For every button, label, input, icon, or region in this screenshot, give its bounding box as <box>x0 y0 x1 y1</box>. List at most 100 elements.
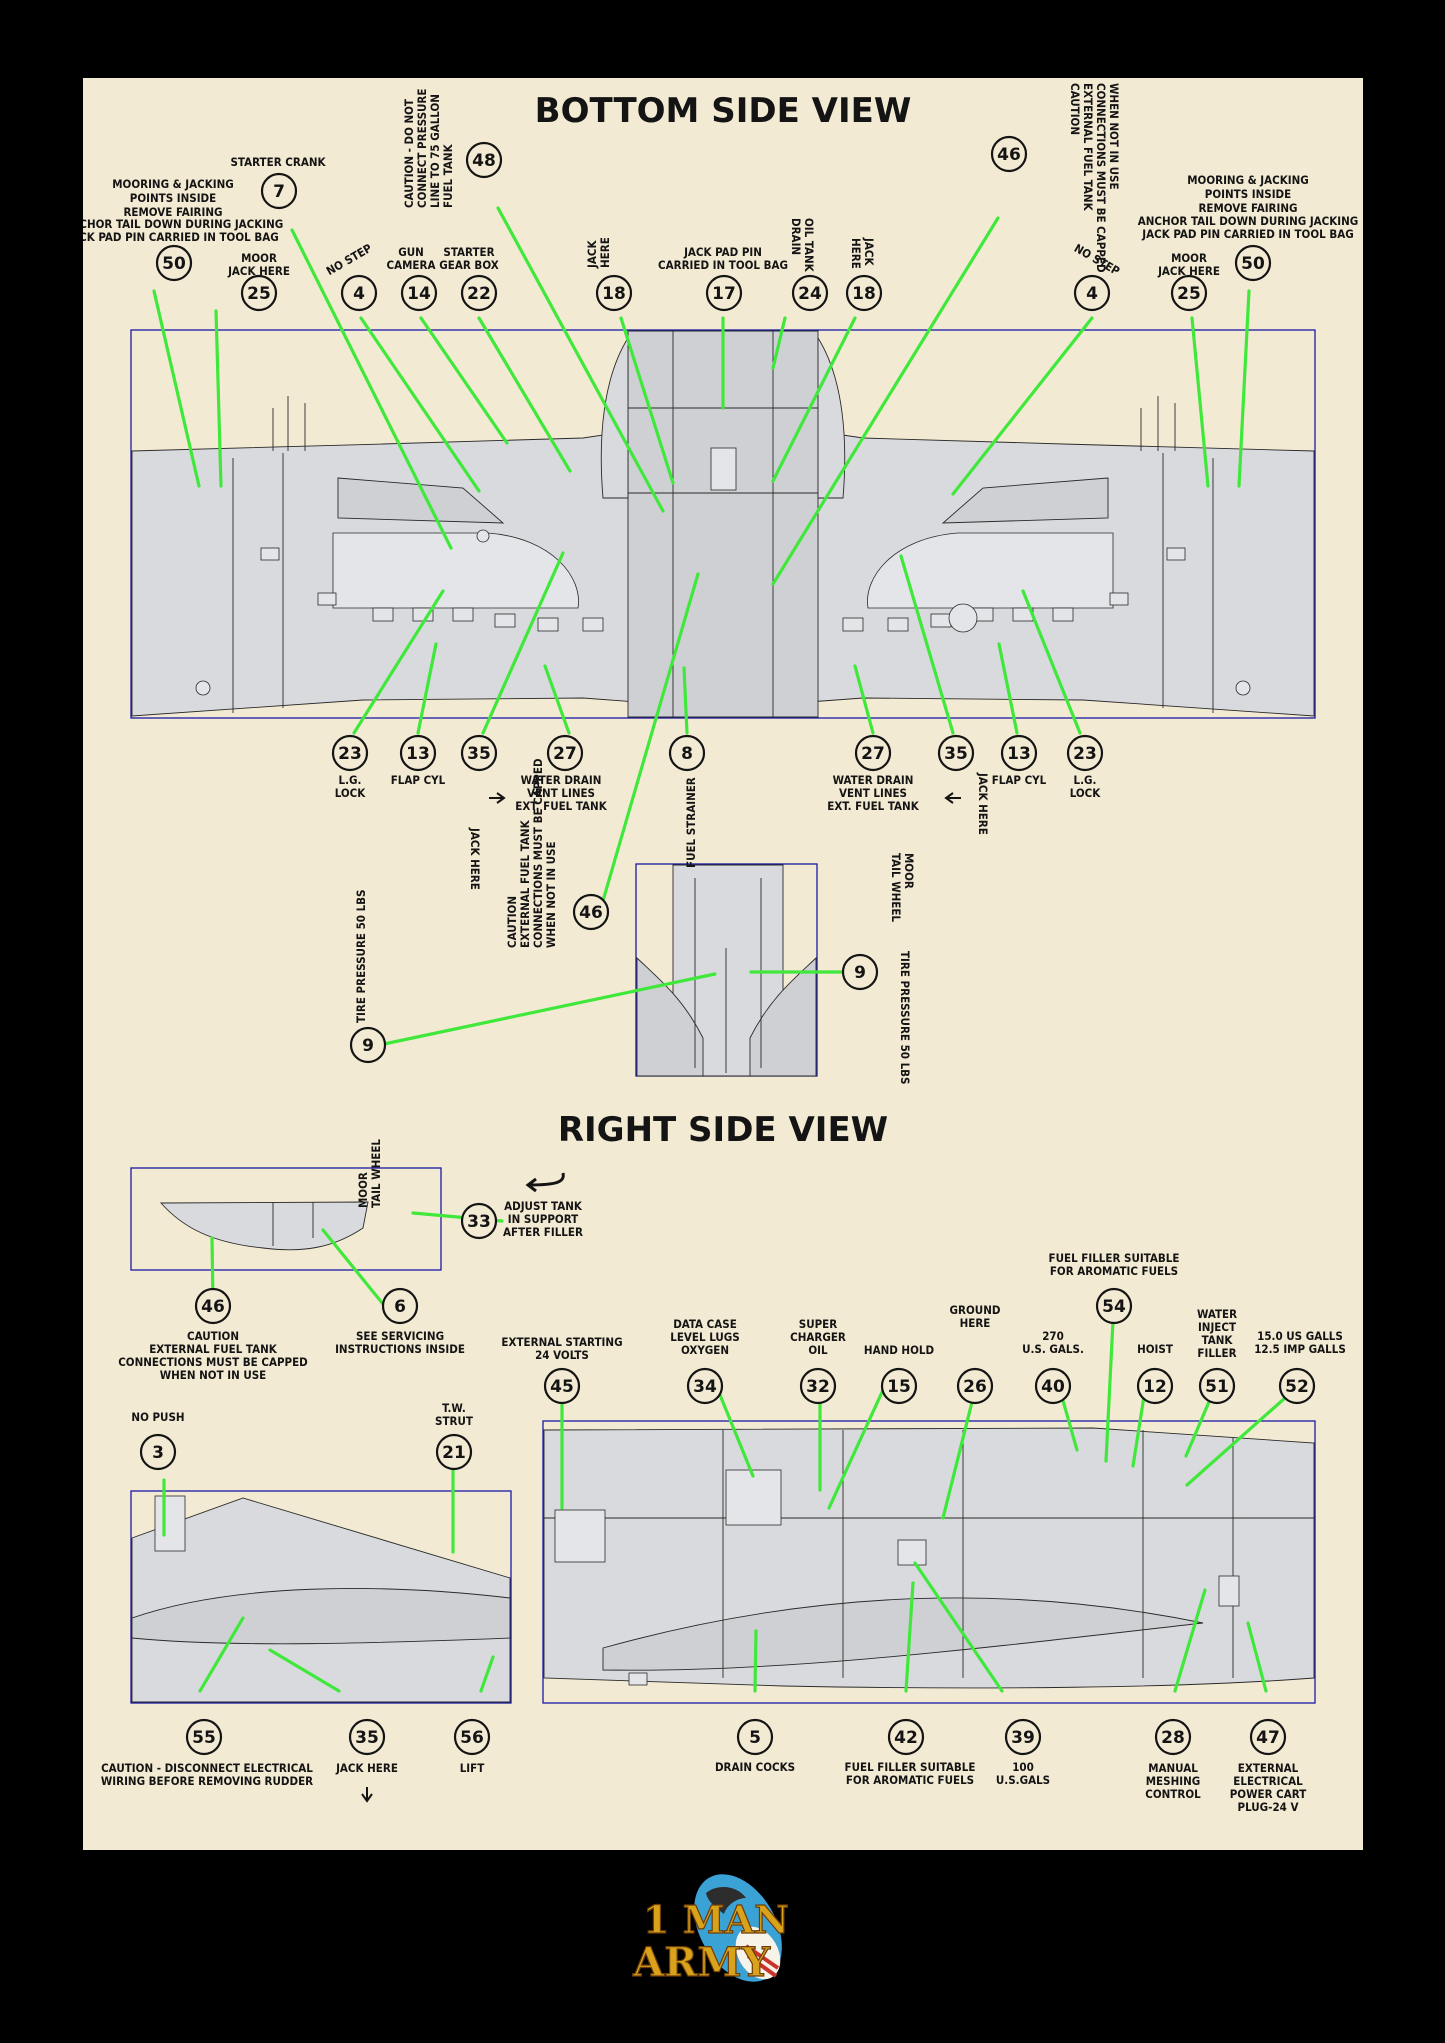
callout-55: 55 <box>185 1718 223 1756</box>
label-moor-tail-left: MOORTAIL WHEEL <box>356 1139 383 1208</box>
svg-text:56: 56 <box>460 1728 484 1748</box>
leader-lines <box>152 206 1296 1693</box>
svg-text:23: 23 <box>338 744 362 764</box>
label-lg-lock-left: L.G.LOCK <box>335 773 367 800</box>
callout-46-top: 46 <box>990 135 1028 173</box>
svg-text:28: 28 <box>1161 1728 1185 1748</box>
callout-15: 15 <box>880 1367 918 1405</box>
svg-text:32: 32 <box>806 1377 830 1397</box>
svg-text:50: 50 <box>1241 254 1265 274</box>
svg-text:27: 27 <box>861 744 885 764</box>
label-hand-hold: HAND HOLD <box>864 1343 935 1357</box>
callout-46-mid: 46 <box>572 893 610 931</box>
callout-45: 45 <box>543 1367 581 1405</box>
label-caution-ext-mid: CAUTIONEXTERNAL FUEL TANKCONNECTIONS MUS… <box>505 758 558 948</box>
callout-13-left: 13 <box>399 734 437 772</box>
label-lg-lock-right: L.G.LOCK <box>1070 773 1102 800</box>
label-fuel-strainer: FUEL STRAINER <box>684 777 698 868</box>
callout-24: 24 <box>791 274 829 312</box>
callout-3: 3 <box>139 1433 177 1471</box>
callout-42: 42 <box>887 1718 925 1756</box>
right-view-title: RIGHT SIDE VIEW <box>558 1110 888 1150</box>
arrows <box>361 792 961 1803</box>
rudder-drawing <box>130 1490 512 1704</box>
label-caution-ext-top: CAUTIONEXTERNAL FUEL TANKCONNECTIONS MUS… <box>1068 83 1121 273</box>
logo-red-stripes <box>744 1944 780 1978</box>
callout-27-left: 27 <box>546 734 584 772</box>
label-flap-cyl-left: FLAP CYL <box>391 773 446 787</box>
svg-text:5: 5 <box>749 1728 761 1748</box>
label-tw-strut: T.W.STRUT <box>435 1401 473 1428</box>
label-starter-crank: STARTER CRANK <box>230 155 326 169</box>
svg-text:7: 7 <box>273 182 285 202</box>
svg-text:21: 21 <box>442 1443 466 1463</box>
callout-40: 40 <box>1034 1367 1072 1405</box>
svg-text:40: 40 <box>1041 1377 1065 1397</box>
svg-text:35: 35 <box>467 744 491 764</box>
callout-18-right: 18 <box>845 274 883 312</box>
label-jack-here-low: JACK HERE <box>335 1761 398 1775</box>
drain-cocks-panel <box>628 1672 648 1686</box>
callout-35-low: 35 <box>348 1718 386 1756</box>
callout-26: 26 <box>956 1367 994 1405</box>
callout-12: 12 <box>1136 1367 1174 1405</box>
tail-stabilizers <box>636 956 817 1077</box>
left-gear-bay <box>332 532 579 609</box>
svg-text:8: 8 <box>681 744 693 764</box>
bottom-view-title: BOTTOM SIDE VIEW <box>535 91 912 131</box>
callout-48: 48 <box>465 141 503 179</box>
callout-25-left: 25 <box>240 274 278 312</box>
drop-tank-frame <box>130 1167 442 1271</box>
svg-text:52: 52 <box>1285 1377 1309 1397</box>
callout-23-left: 23 <box>331 734 369 772</box>
callout-54: 54 <box>1095 1287 1133 1325</box>
callout-23-right: 23 <box>1066 734 1104 772</box>
label-lift: LIFT <box>460 1761 485 1775</box>
drop-tank-drawing <box>130 1167 442 1271</box>
callout-8: 8 <box>668 734 706 772</box>
svg-text:34: 34 <box>693 1377 717 1397</box>
callout-50-left: 50 <box>155 244 193 282</box>
svg-text:12: 12 <box>1143 1377 1167 1397</box>
callout-21: 21 <box>435 1433 473 1471</box>
stencil-diagram: BOTTOM SIDE VIEW RIGHT SIDE VIEW <box>83 83 1358 1814</box>
svg-text:13: 13 <box>406 744 430 764</box>
label-jack-here-rot-left: JACK HERE <box>468 827 482 890</box>
callout-7: 7 <box>260 172 298 210</box>
no-push-panel <box>154 1495 186 1552</box>
callout-4-left: 4 <box>340 274 378 312</box>
label-no-push: NO PUSH <box>131 1410 184 1424</box>
external-start-panel <box>554 1509 606 1563</box>
callout-34: 34 <box>686 1367 724 1405</box>
wing-panel-lines <box>232 453 1214 713</box>
callout-25-right: 25 <box>1170 274 1208 312</box>
label-tire-pressure-right: TIRE PRESSURE 50 LBS <box>898 951 912 1085</box>
gun-barrels <box>272 396 1176 451</box>
inspection-panels <box>195 447 1251 696</box>
arrow-down-icon <box>361 1787 373 1803</box>
label-drain-cocks: DRAIN COCKS <box>715 1760 795 1774</box>
callout-28: 28 <box>1154 1718 1192 1756</box>
callout-9-right: 9 <box>841 953 879 991</box>
svg-text:33: 33 <box>467 1212 491 1232</box>
svg-text:25: 25 <box>1177 284 1201 304</box>
right-side-frame <box>542 1420 1316 1704</box>
svg-text:46: 46 <box>579 903 603 923</box>
svg-text:14: 14 <box>407 284 431 304</box>
svg-text:45: 45 <box>550 1377 574 1397</box>
svg-text:ARMY: ARMY <box>632 1939 771 1986</box>
manual-meshing-panel <box>1218 1575 1240 1607</box>
